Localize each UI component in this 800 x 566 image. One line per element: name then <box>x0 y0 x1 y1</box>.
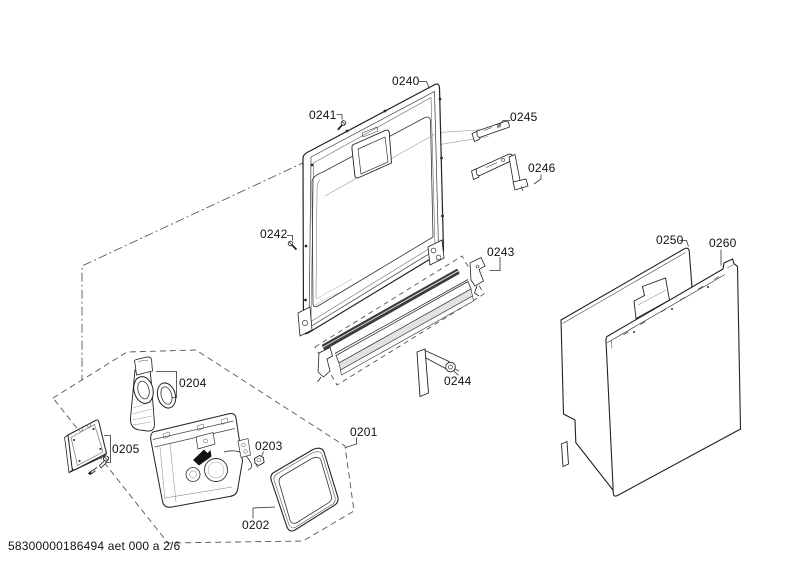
screw-0241 <box>337 120 347 131</box>
document-number: 58300000186494 aet 000 a 2/6 <box>8 539 181 553</box>
leader-lines <box>104 81 722 519</box>
part-label-0240: 0240 <box>392 74 420 88</box>
part-label-0241: 0241 <box>309 108 337 122</box>
part-label-0204: 0204 <box>179 376 207 390</box>
part-label-0201: 0201 <box>350 425 378 439</box>
clip-slot-dots <box>633 286 709 333</box>
latch-0245 <box>471 120 510 143</box>
dispenser-cutout <box>351 126 392 179</box>
dispenser-group-outline-0201 <box>52 349 355 544</box>
outer-door-panel-0260 <box>605 258 742 497</box>
sill-end-bracket-left <box>317 346 333 383</box>
part-label-0202: 0202 <box>242 518 270 532</box>
part-label-0250: 0250 <box>656 233 684 247</box>
vent-gasket <box>156 382 177 409</box>
lever-0244 <box>416 348 460 398</box>
nut-0203 <box>254 454 265 468</box>
vent-funnel-0204 <box>130 356 155 432</box>
part-label-0246: 0246 <box>528 161 556 175</box>
part-label-0242: 0242 <box>260 227 288 241</box>
latch-0246 <box>471 153 529 192</box>
part-label-0244: 0244 <box>444 374 472 388</box>
clip-slot-ticks <box>623 276 720 336</box>
detergent-dispenser-assembly <box>150 413 252 508</box>
part-label-0245: 0245 <box>510 110 538 124</box>
screw-0242 <box>287 240 298 251</box>
screw-boss-dots <box>304 97 444 302</box>
sill-strip <box>334 279 474 376</box>
sill-end-bracket-right <box>469 256 486 297</box>
window-frame-0202 <box>270 447 339 532</box>
hinge-plate-right <box>427 239 445 266</box>
hinge-plate-left <box>297 306 313 337</box>
projection-cone-lines <box>81 160 308 380</box>
part-label-0260: 0260 <box>709 236 737 250</box>
plate-screw <box>87 455 110 475</box>
part-label-0203: 0203 <box>255 439 283 453</box>
inner-door-panel-0240 <box>297 83 445 337</box>
seal-group-outline-0243 <box>314 255 485 386</box>
door-seal-strip <box>321 268 460 351</box>
part-label-0205: 0205 <box>112 442 140 456</box>
cover-plate-0205 <box>64 419 108 474</box>
part-label-0243: 0243 <box>487 245 515 259</box>
